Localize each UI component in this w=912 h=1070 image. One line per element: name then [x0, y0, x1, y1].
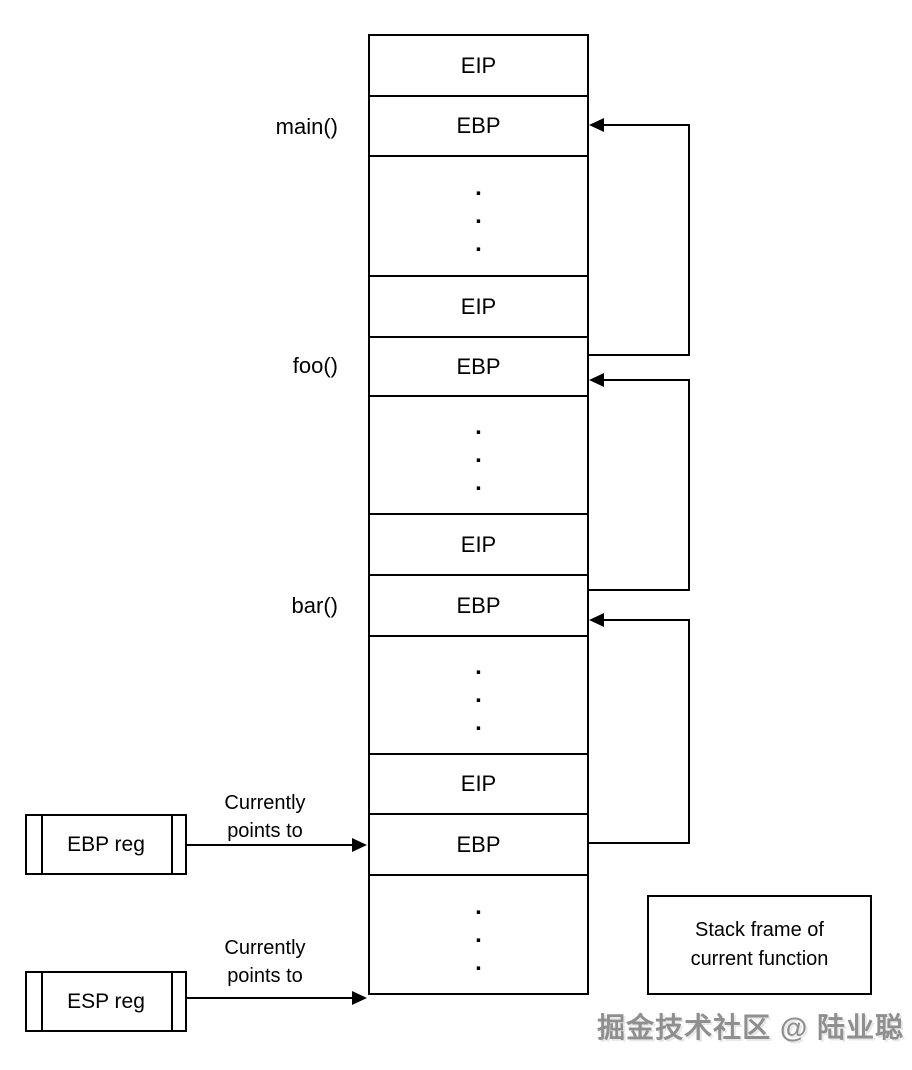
- arrowhead-into-bar-ebp-icon: [589, 613, 604, 627]
- esp-box-right-bar: [171, 973, 173, 1030]
- dots-cell-current: . . .: [475, 892, 482, 976]
- ebp-box-right-bar: [171, 816, 173, 873]
- dots-cell-foo: . . .: [370, 397, 587, 515]
- esp-register-label: ESP reg: [67, 989, 145, 1013]
- arrowhead-ebp-into-stack-icon: [352, 838, 367, 852]
- watermark-text: 掘金技术社区 @ 陆业聪: [597, 1012, 904, 1043]
- dots-cell-bar: . . .: [370, 637, 587, 755]
- label-main-function: main(): [275, 114, 338, 139]
- connector-current-to-bar-vertical-line: [688, 619, 690, 844]
- ebp-cell-main: EBP: [370, 97, 587, 157]
- label-foo-function: foo(): [292, 353, 338, 378]
- stack-frame-legend-box: Stack frame of current function: [647, 895, 872, 995]
- ebp-cell-bar: EBP: [370, 576, 587, 637]
- connector-bar-to-foo-entry-line: [602, 379, 690, 381]
- connector-foo-to-main-exit-line: [589, 354, 690, 356]
- eip-cell-main: EIP: [370, 36, 587, 97]
- esp-register-box: ESP reg: [25, 971, 187, 1032]
- connector-bar-to-foo-exit-line: [589, 589, 690, 591]
- ebp-register-label: EBP reg: [67, 832, 145, 856]
- esp-register-arrow-line: [187, 997, 353, 999]
- ebp-box-left-bar: [41, 816, 43, 873]
- stack-column: EIP EBP . . . EIP EBP . . . EIP EBP . . …: [368, 34, 589, 995]
- label-bar-function: bar(): [291, 593, 338, 618]
- ebp-register-box: EBP reg: [25, 814, 187, 875]
- connector-current-to-bar-exit-line: [589, 842, 690, 844]
- eip-cell-current: EIP: [370, 755, 587, 815]
- dots-cell-main: . . .: [370, 157, 587, 277]
- ebp-register-arrow-line: [187, 844, 353, 846]
- ebp-currently-points-to-caption: Currently points to: [224, 792, 306, 842]
- arrowhead-into-main-ebp-icon: [589, 118, 604, 132]
- connector-foo-to-main-entry-line: [602, 124, 690, 126]
- arrowhead-into-foo-ebp-icon: [589, 373, 604, 387]
- eip-cell-bar: EIP: [370, 515, 587, 576]
- connector-current-to-bar-entry-line: [602, 619, 690, 621]
- esp-currently-points-to-caption: Currently points to: [224, 937, 306, 987]
- connector-bar-to-foo-vertical-line: [688, 379, 690, 591]
- esp-box-left-bar: [41, 973, 43, 1030]
- eip-cell-foo: EIP: [370, 277, 587, 338]
- ebp-cell-current: EBP: [370, 815, 587, 876]
- connector-foo-to-main-vertical-line: [688, 124, 690, 356]
- arrowhead-esp-into-stack-icon: [352, 991, 367, 1005]
- ebp-cell-foo: EBP: [370, 338, 587, 397]
